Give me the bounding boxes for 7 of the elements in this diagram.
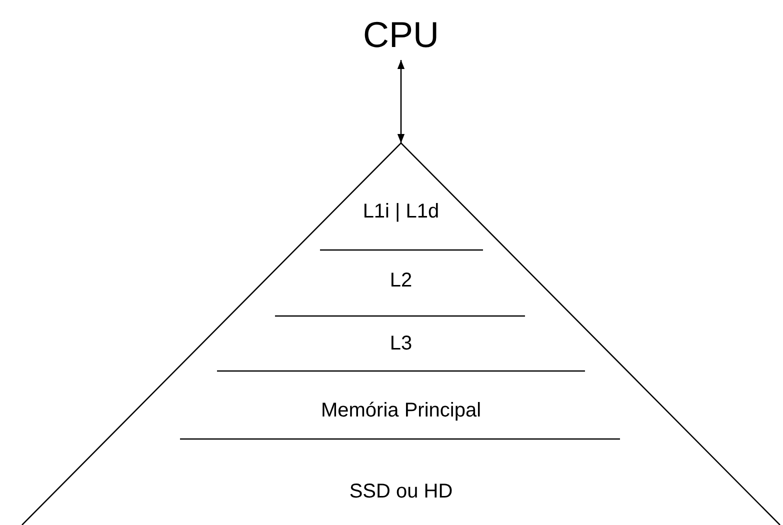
arrow xyxy=(397,60,405,143)
tier-label: L3 xyxy=(390,332,412,356)
tier-label: L1i | L1d xyxy=(362,200,440,224)
tier-label: Memória Principal xyxy=(320,400,482,422)
tier-label: L2 xyxy=(390,270,412,292)
processor-label: CPU xyxy=(363,14,439,56)
tier-label: SSD ou HD xyxy=(349,480,453,504)
